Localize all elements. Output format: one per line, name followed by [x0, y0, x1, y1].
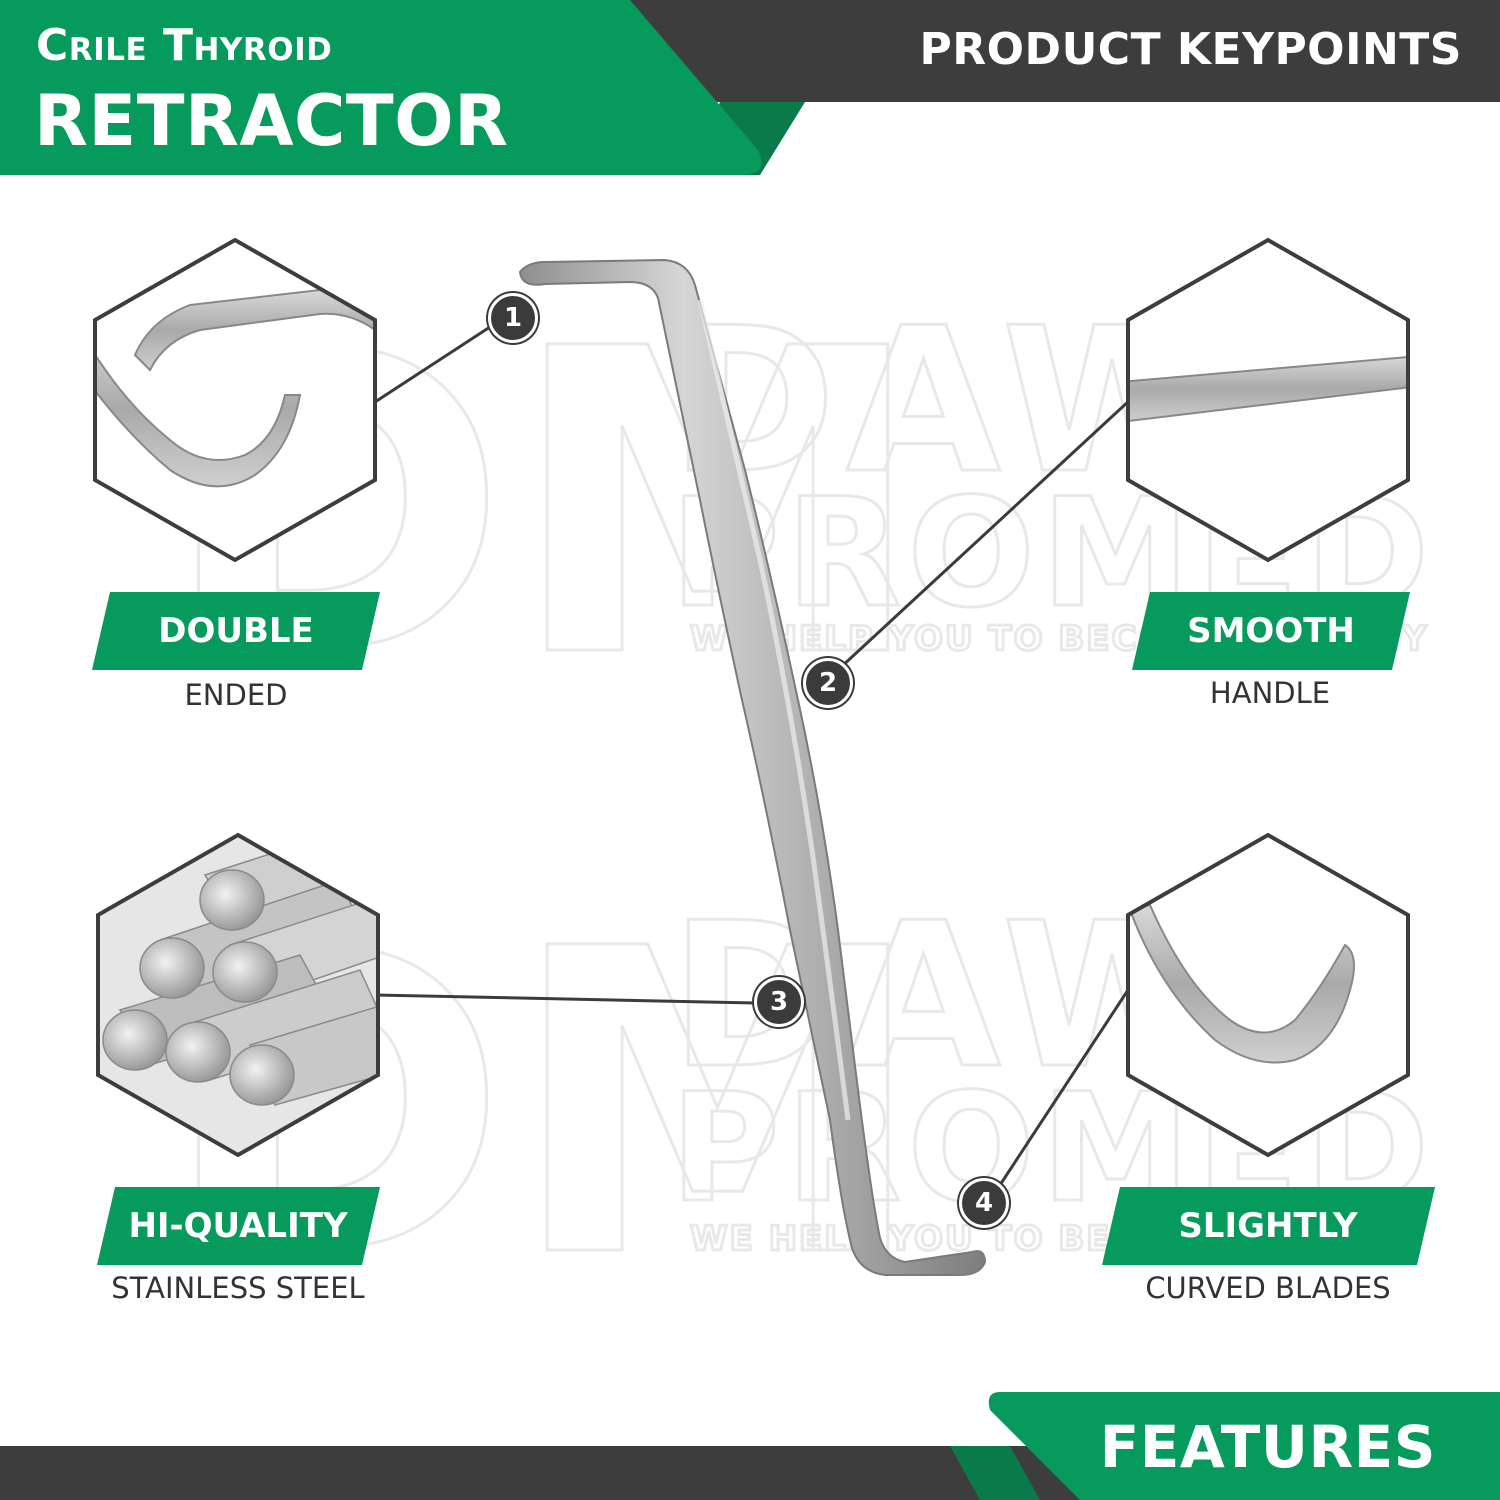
footer-green-banner — [988, 1392, 1500, 1500]
retractor-illustration — [518, 258, 987, 1276]
feature-4-title: SLIGHTLY — [1178, 1206, 1358, 1246]
leader-line-4 — [998, 989, 1130, 1186]
feature-1-subtitle: ENDED — [184, 678, 288, 712]
feature-3-title: HI-QUALITY — [128, 1206, 348, 1246]
feature-2-subtitle: HANDLE — [1209, 676, 1331, 710]
footer-label: FEATURES — [1099, 1413, 1436, 1481]
marker-4: 4 — [959, 1178, 1009, 1228]
leader-line-2 — [838, 398, 1132, 670]
header-title: RETRACTOR — [34, 80, 509, 162]
label-plate-4 — [1102, 1187, 1435, 1265]
header-subtitle: Crile Thyroid — [36, 20, 333, 71]
hexagon-curved-blade — [1126, 832, 1410, 1158]
marker-3: 3 — [754, 977, 804, 1027]
hexagon-steel-rods — [96, 832, 380, 1158]
feature-4-subtitle: CURVED BLADES — [1145, 1271, 1391, 1305]
header-green-banner — [0, 0, 762, 175]
feature-1-title: DOUBLE — [158, 611, 314, 651]
leader-line-1 — [374, 323, 494, 404]
marker-1: 1 — [488, 293, 538, 343]
leader-lines — [374, 323, 1132, 1186]
feature-2-title: SMOOTH — [1187, 611, 1355, 651]
marker-2: 2 — [803, 658, 853, 708]
footer-dark-green-accent — [950, 1446, 1040, 1500]
feature-3-subtitle: STAINLESS STEEL — [111, 1271, 365, 1305]
hexagon-smooth-handle — [1126, 237, 1410, 563]
leader-line-3 — [377, 993, 756, 1005]
label-plate-2 — [1132, 592, 1410, 670]
label-plate-1 — [92, 592, 380, 670]
header-right-label: PRODUCT KEYPOINTS — [919, 24, 1462, 75]
label-plate-3 — [97, 1187, 380, 1265]
hexagon-double-ended — [93, 237, 377, 563]
